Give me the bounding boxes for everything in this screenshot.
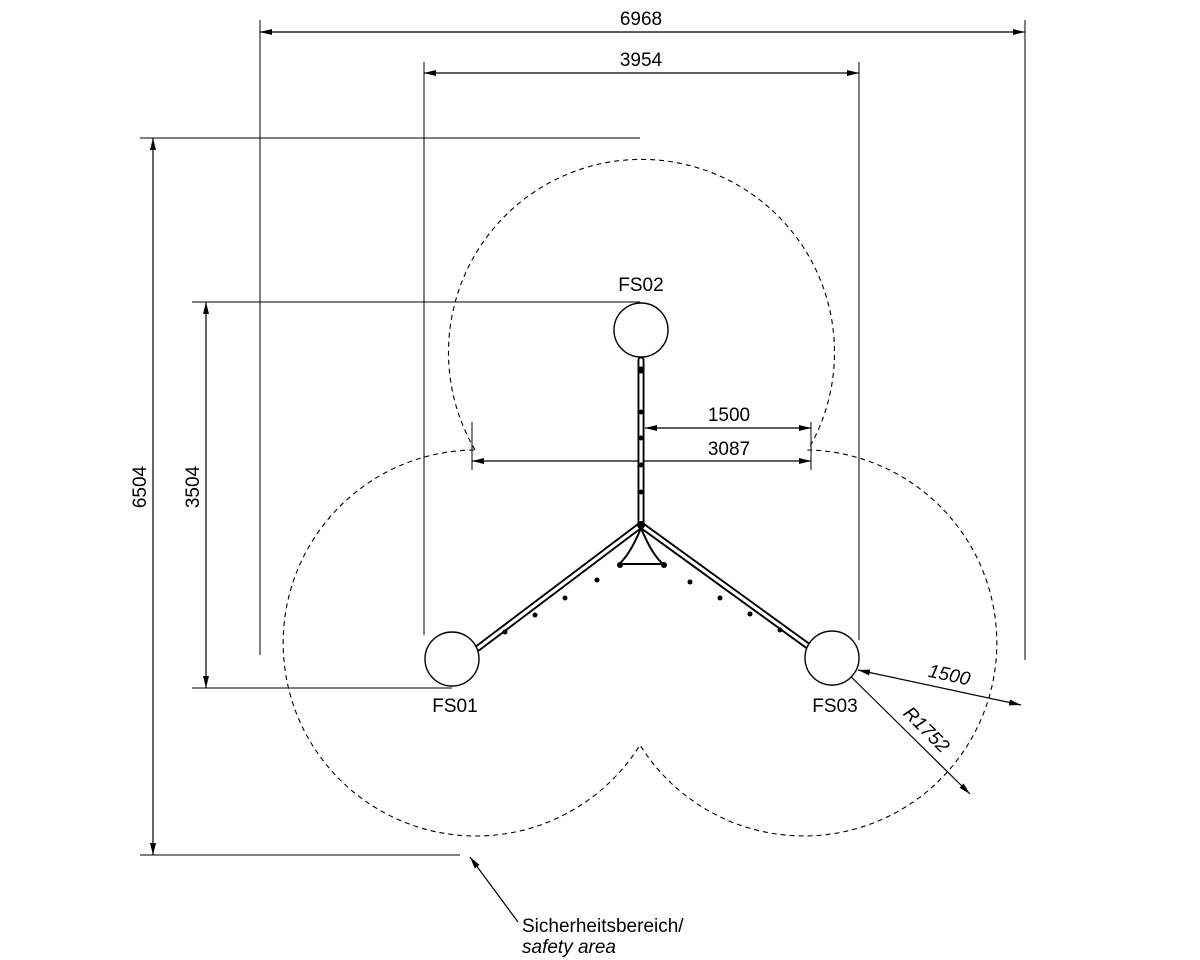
label-overall-width: 6968 (620, 9, 662, 30)
dim-line-radial-1500 (857, 669, 1022, 706)
post-fs02 (613, 302, 669, 358)
beam-structure (474, 356, 812, 652)
safety-label-line2: safety area (522, 937, 616, 958)
label-1500-top: 1500 (708, 405, 750, 426)
post-fs01 (424, 631, 480, 687)
label-overall-height: 6504 (130, 465, 151, 508)
label-3087: 3087 (708, 439, 750, 460)
extension-lines (140, 20, 1026, 856)
safety-leader-line (469, 856, 519, 923)
dim-line-radius (831, 657, 971, 795)
safety-label-line1: Sicherheitsbereich/ (522, 916, 684, 937)
label-fs02: FS02 (618, 275, 663, 296)
label-fs01: FS01 (432, 696, 477, 717)
label-radius: R1752 (899, 703, 954, 758)
safety-area-outline (282, 158, 998, 837)
label-inner-height: 3504 (183, 465, 204, 508)
label-fs03: FS03 (812, 696, 857, 717)
post-fs03 (804, 630, 860, 686)
label-inner-width: 3954 (620, 50, 663, 71)
